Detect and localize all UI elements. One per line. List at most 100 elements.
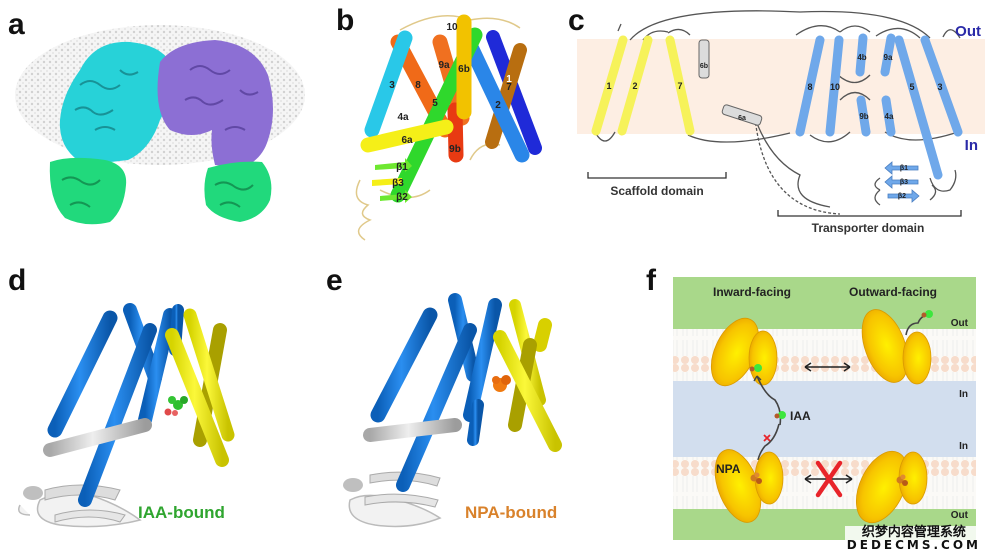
blocked-x-icon [815, 460, 843, 498]
c-label-beta3: β3 [900, 179, 908, 186]
b-label-6a: 6a [401, 135, 413, 146]
e-blue-helix [396, 323, 477, 492]
b-label-9b: 9b [449, 144, 461, 155]
c-helix-4a [881, 95, 896, 137]
b-label-3: 3 [389, 80, 395, 91]
beta-strands [372, 158, 412, 203]
c-label-4b: 4b [857, 53, 866, 62]
protomer-cyan [59, 41, 172, 165]
f-in-lower: In [959, 441, 968, 452]
c-side-out: Out [955, 23, 981, 40]
c-strand-b2 [887, 189, 920, 203]
panel-e-npa-bound-structure: NPA-bound [343, 282, 562, 528]
panel-letter-f: f [646, 264, 656, 297]
released-iaa [925, 310, 933, 318]
watermark-line1: 织梦内容管理系统 [861, 524, 966, 540]
watermark: 织梦内容管理系统 DEDECMS.COM [844, 524, 983, 552]
iaa-bound-ligand [754, 364, 762, 372]
transporter-small-lobe [748, 330, 778, 386]
e-blue-helix [370, 307, 438, 423]
c-helix-4b [855, 33, 868, 77]
panel-b-topology-cartoon: 10 9a 6b 1 3 8 5 2 7 4a 6a 9b β1 β3 β2 [355, 14, 542, 241]
iaa-ligand [164, 396, 188, 416]
c-strand-b3 [884, 175, 919, 189]
npa-ligand-inward [750, 472, 762, 484]
domain-green-left [49, 157, 127, 225]
npa-bound-caption: NPA-bound [465, 503, 557, 522]
b-label-beta2: β2 [396, 192, 408, 203]
c-label-6a: 6a [738, 115, 746, 122]
f-out-top: Out [951, 318, 969, 329]
c-label-beta1: β1 [900, 165, 908, 172]
npa-ligand [492, 375, 511, 392]
cytosol [673, 381, 976, 457]
c-helix-9a [880, 33, 896, 77]
b-label-6b: 6b [458, 64, 470, 75]
f-out-bottom: Out [951, 510, 969, 521]
c-label-10: 10 [830, 82, 840, 92]
d-blue-helix [78, 323, 157, 507]
scaffold-bracket [587, 172, 727, 179]
panel-d-iaa-bound-structure: IAA-bound [18, 287, 235, 528]
transporter-large-lobe [855, 450, 909, 524]
c-side-in: In [965, 137, 978, 154]
scaffold-domain-label: Scaffold domain [610, 184, 703, 198]
c-label-7: 7 [677, 81, 682, 91]
c-label-4a: 4a [885, 112, 894, 121]
d-yellow-helix [183, 308, 235, 442]
conformational-exchange-arrow [804, 362, 851, 372]
iaa-bound-caption: IAA-bound [138, 503, 225, 522]
c-helix-5 [894, 35, 943, 180]
f-col-inward: Inward-facing [713, 285, 791, 299]
b-label-7: 7 [506, 82, 512, 93]
b-label-1: 1 [506, 74, 512, 85]
c-beta-strands [884, 161, 920, 203]
b-label-9a: 9a [438, 60, 450, 71]
helix-6a [360, 119, 454, 153]
transporter-large-lobe [861, 309, 909, 383]
b-label-beta3: β3 [392, 178, 404, 189]
c-label-3: 3 [937, 82, 942, 92]
npa-ligand-outward [896, 474, 908, 486]
b-label-5: 5 [432, 98, 438, 109]
transporter-bracket [777, 210, 962, 217]
d-yellow-helix [165, 328, 229, 467]
panel-letter-e: e [326, 264, 343, 297]
b-label-2: 2 [495, 100, 501, 111]
c-label-6b: 6b [700, 63, 708, 70]
c-label-2: 2 [632, 81, 637, 91]
e-yellow-helix [533, 318, 552, 352]
helix-3 [364, 30, 413, 138]
panel-letter-b: b [336, 4, 355, 37]
b-label-10: 10 [446, 22, 458, 33]
c-helix-10 [825, 35, 844, 137]
extracellular-top [673, 277, 976, 329]
f-label-iaa: IAA [790, 409, 811, 423]
b-label-4a: 4a [397, 112, 409, 123]
helix-7 [485, 43, 527, 149]
transporter-small-lobe [902, 331, 932, 385]
c-helix-3 [920, 35, 963, 137]
f-col-outward: Outward-facing [849, 285, 937, 299]
c-helix-2 [617, 35, 653, 136]
f-label-npa: NPA [716, 462, 741, 476]
e-gray-helix-horizontal [363, 418, 462, 442]
transporter-small-lobe [754, 451, 784, 505]
c-label-9a: 9a [884, 53, 893, 62]
domain-green-right [204, 161, 272, 222]
c-label-beta2: β2 [898, 193, 906, 200]
panel-letter-d: d [8, 264, 27, 297]
blocked-entry-icon [763, 434, 771, 442]
c-strand-b1 [884, 161, 919, 175]
d-blue-helix [47, 310, 118, 438]
e-yellow-helix [493, 330, 562, 452]
c-label-5: 5 [909, 82, 914, 92]
c-helix-7 [665, 35, 695, 136]
transporter-domain-label: Transporter domain [812, 221, 925, 235]
helix-2 [462, 37, 530, 163]
b-label-beta1: β1 [396, 162, 408, 173]
c-label-9b: 9b [859, 112, 868, 121]
panel-letter-c: c [568, 4, 585, 37]
panel-a-density-map [15, 25, 305, 225]
